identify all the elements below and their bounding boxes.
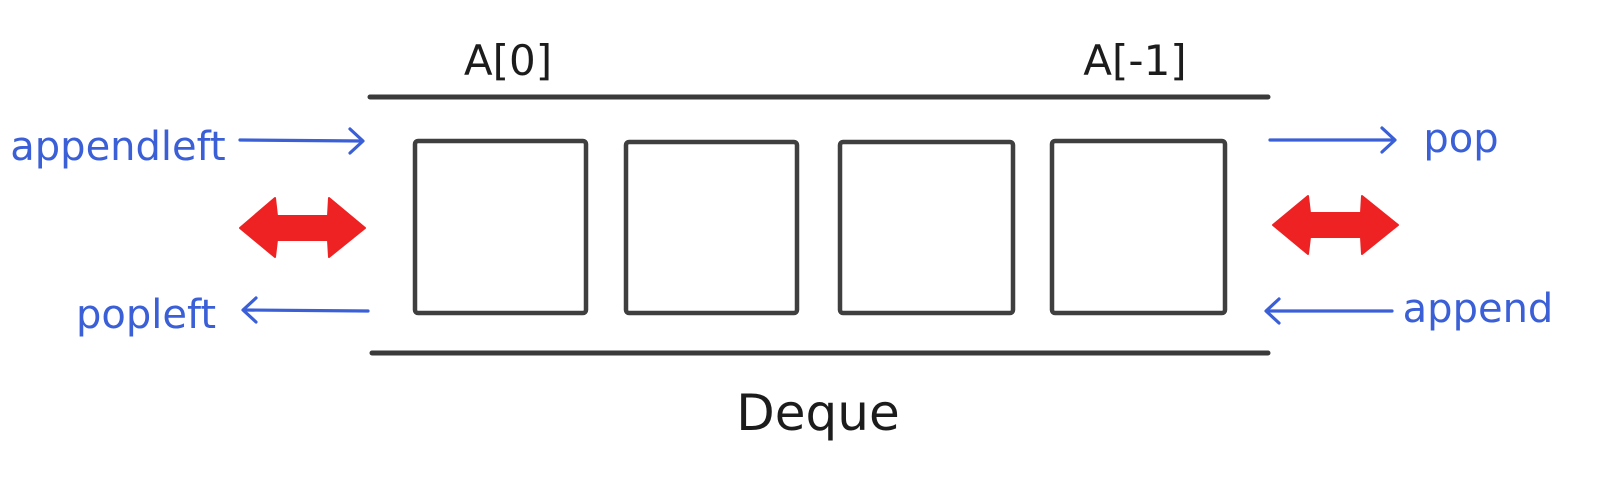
double-headed-arrow-icon	[239, 197, 366, 258]
deque-title: Deque	[736, 384, 899, 442]
arrow-icon	[238, 127, 365, 155]
deque-cell	[837, 139, 1016, 316]
operation-append: append	[1403, 286, 1554, 332]
arrow-icon	[241, 296, 370, 324]
deque-cells	[412, 138, 1228, 316]
arrow-icon	[1264, 297, 1394, 325]
operation-popleft: popleft	[76, 292, 216, 338]
operation-pop: pop	[1423, 116, 1498, 162]
deque-cell	[412, 138, 589, 316]
double-headed-arrow-icon	[1272, 195, 1399, 255]
deque-cell	[623, 139, 800, 316]
deque-cell	[1049, 138, 1228, 316]
index-label-last: A[-1]	[1083, 36, 1186, 85]
arrow-icon	[1268, 126, 1397, 154]
index-label-first: A[0]	[464, 36, 552, 85]
operation-appendleft: appendleft	[10, 124, 225, 170]
